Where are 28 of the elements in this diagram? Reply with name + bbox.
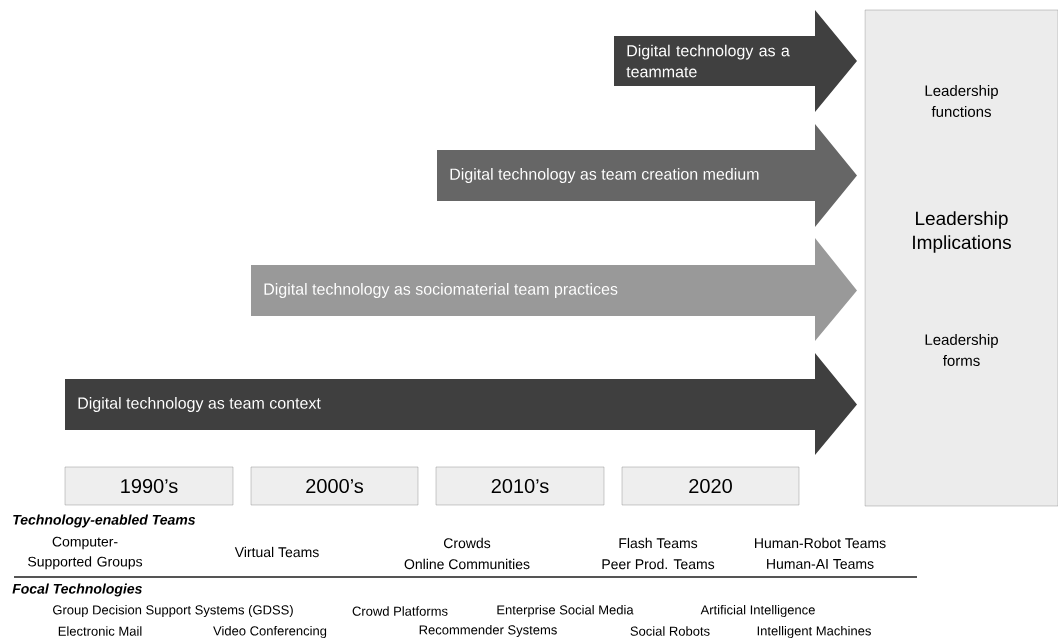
pointed-banner: Digital technology as team context <box>65 353 857 455</box>
section-heading: Focal Technologies <box>12 583 142 597</box>
technology-label: Enterprise Social Media <box>497 604 634 618</box>
decade-box: 2000’s <box>250 466 419 506</box>
decade-box: 2010’s <box>435 466 605 506</box>
team-label: Human-AI Teams <box>767 559 874 569</box>
team-label: Computer- Supported Groups <box>28 536 143 570</box>
team-label: Virtual Teams <box>234 546 319 558</box>
technology-label: Artificial Intelligence <box>700 604 815 618</box>
team-label: Crowds <box>444 537 491 549</box>
technology-label: Intelligent Machines <box>757 625 871 639</box>
team-label: Human-Robot Teams <box>755 537 886 549</box>
technology-label: Electronic Mail <box>58 626 142 636</box>
team-label: Flash Teams <box>619 537 698 549</box>
decade-box: 2020 <box>621 466 800 506</box>
pointed-banner: Digital technology as a teammate <box>614 10 857 112</box>
team-label: Peer Prod. Teams <box>602 558 715 570</box>
decade-box: 1990’s <box>64 466 234 506</box>
pointed-banner: Digital technology as sociomaterial team practices <box>251 238 857 341</box>
pointed-banner: Digital technology as team creation medium <box>437 124 857 227</box>
technology-label: Crowd Platforms <box>352 606 448 616</box>
technology-label: Group Decision Support Systems (GDSS) <box>53 604 293 618</box>
section-heading: Technology-enabled Teams <box>13 514 196 528</box>
team-label: Online Communities <box>404 558 530 570</box>
technology-label: Recommender Systems <box>419 624 557 638</box>
technology-label: Video Conferencing <box>213 625 327 639</box>
technology-label: Social Robots <box>630 626 710 636</box>
implications-panel: Leadership functions Leadership Implications Leadership forms <box>864 9 1058 507</box>
